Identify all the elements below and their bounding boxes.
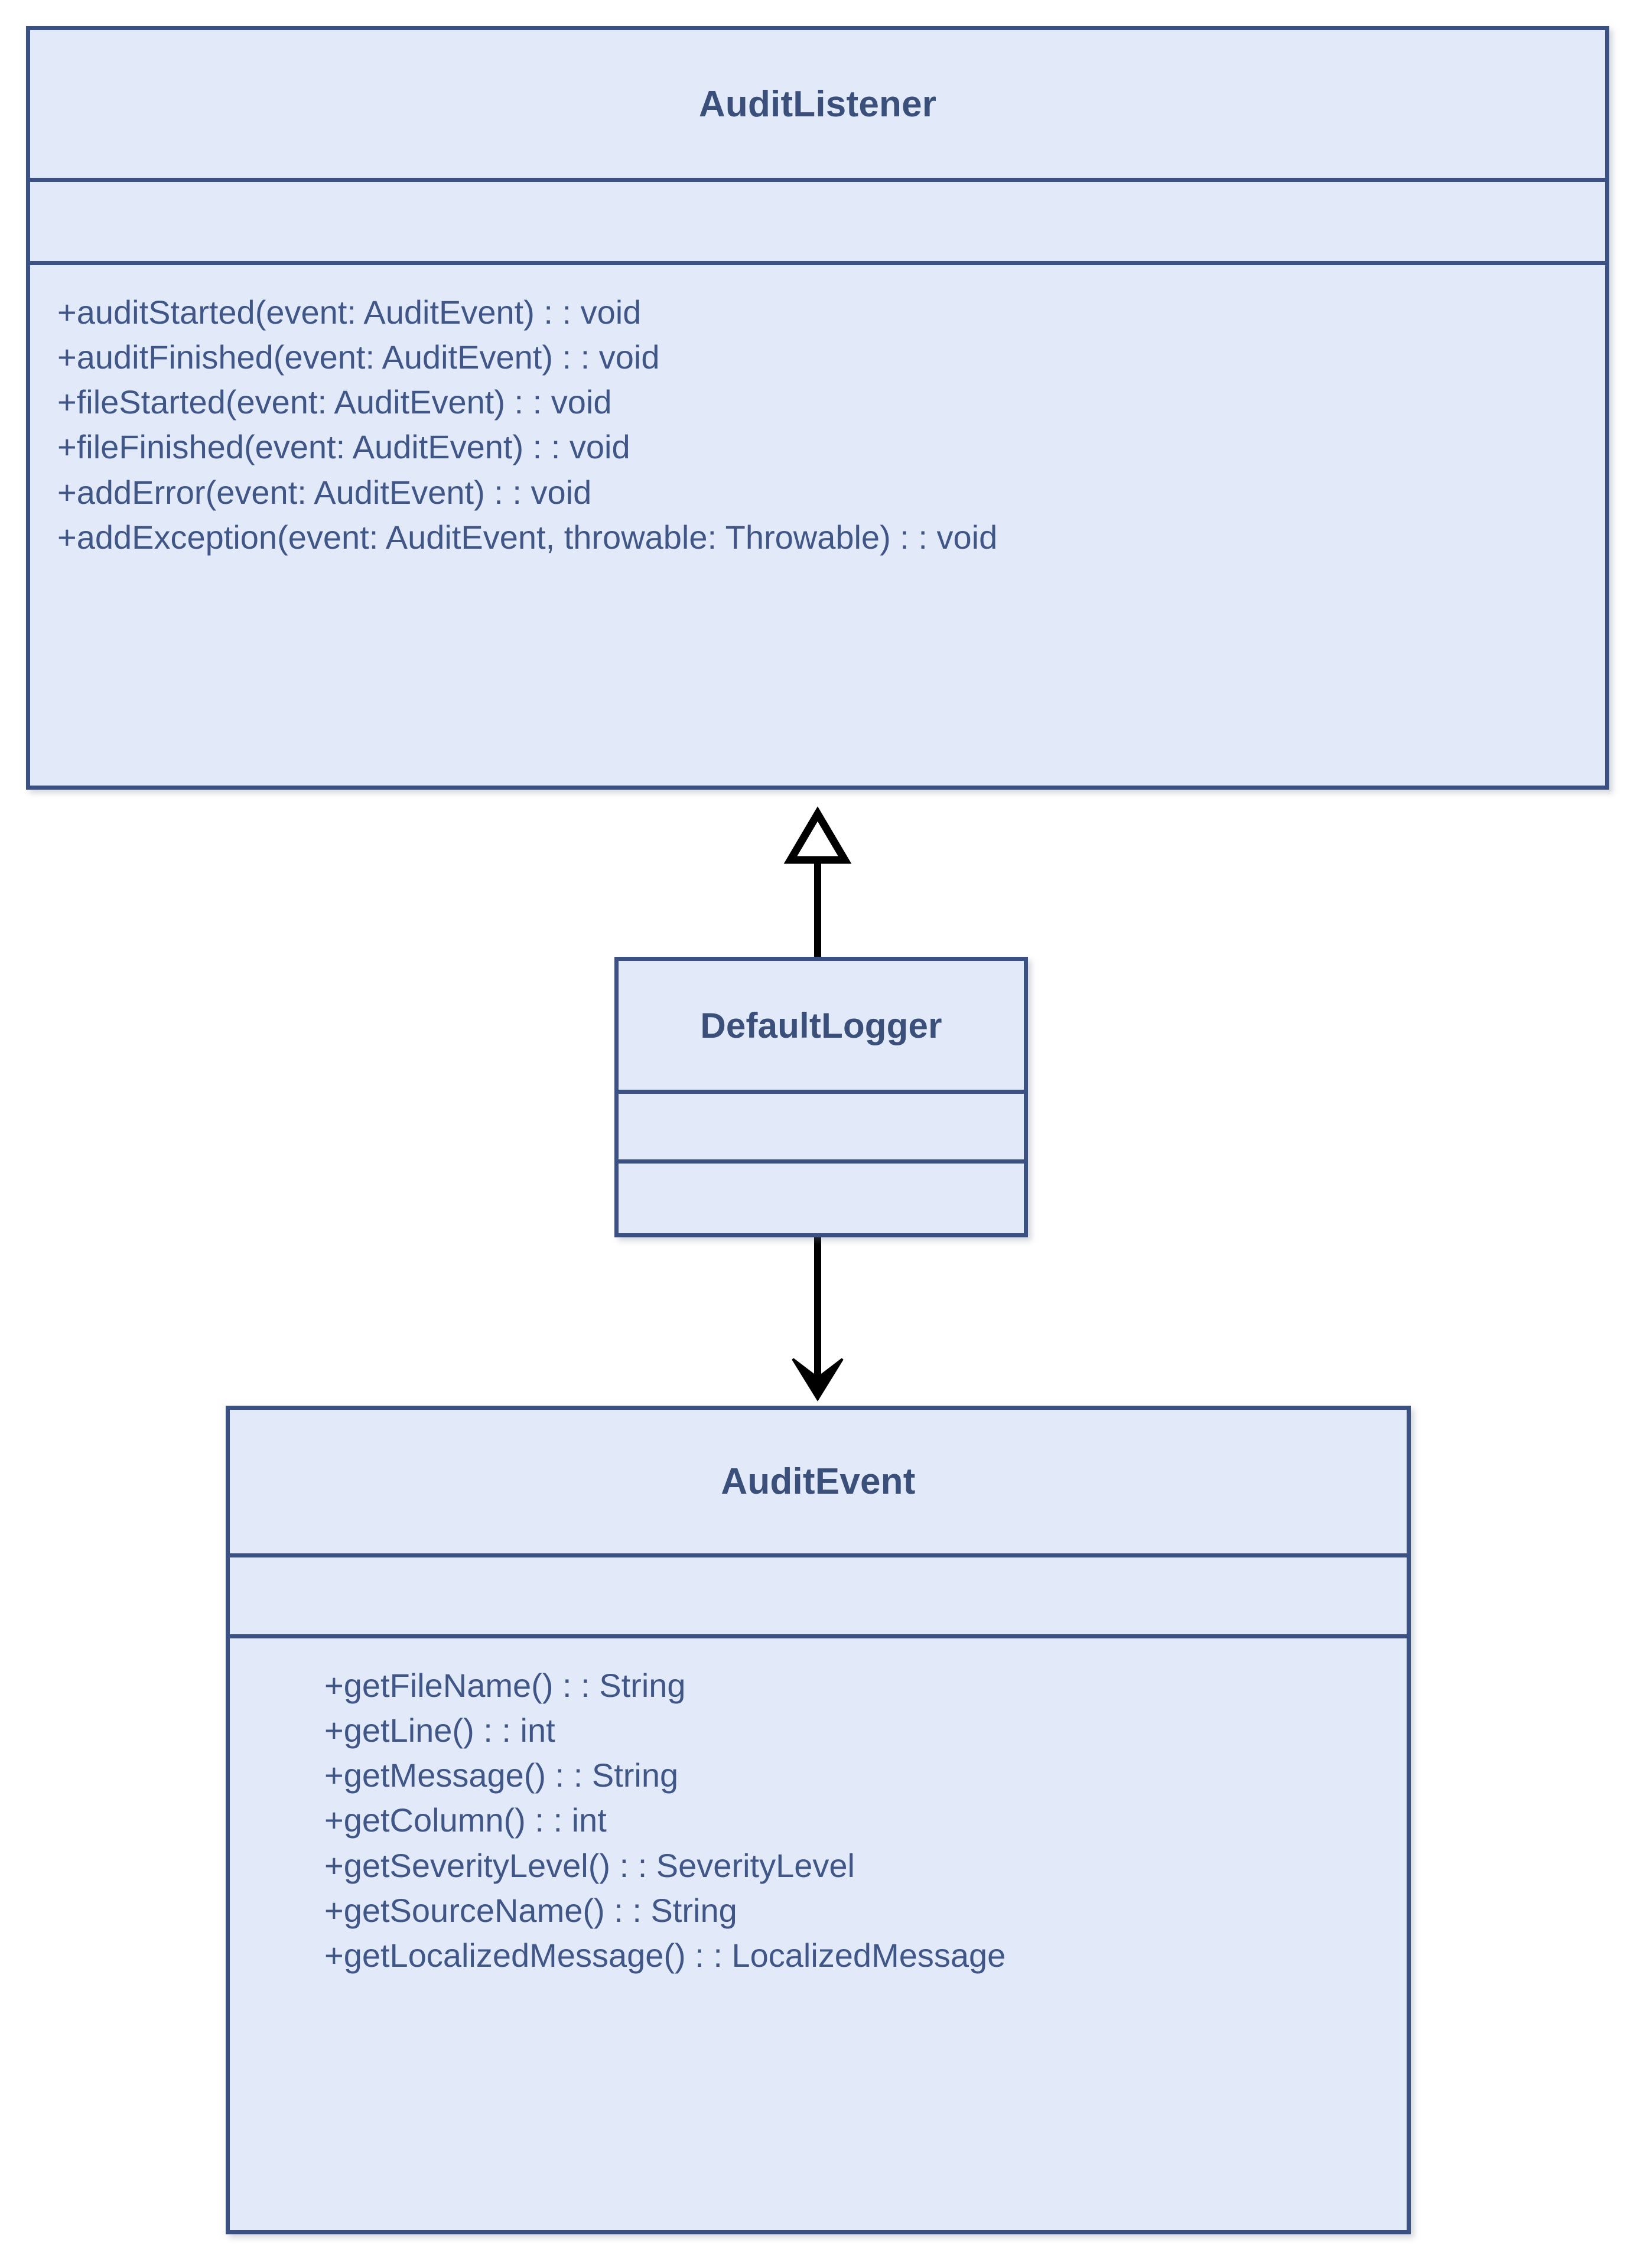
class-attributes-compartment-defaultlogger — [619, 1090, 1024, 1159]
class-box-defaultlogger[interactable]: DefaultLogger — [614, 957, 1028, 1237]
class-methods-compartment-auditevent: +getFileName() : : String +getLine() : :… — [230, 1634, 1407, 2230]
method-item: +getLocalizedMessage() : : LocalizedMess… — [324, 1936, 1006, 1974]
dependency-connector-defaultlogger-to-auditevent — [792, 1231, 844, 1402]
method-item: +fileFinished(event: AuditEvent) : : voi… — [57, 428, 630, 466]
method-item: +addError(event: AuditEvent) : : void — [57, 473, 592, 511]
class-title-defaultlogger: DefaultLogger — [700, 1005, 942, 1045]
method-item: +getSeverityLevel() : : SeverityLevel — [324, 1846, 855, 1884]
method-item: +getFileName() : : String — [324, 1667, 686, 1704]
method-item: +auditFinished(event: AuditEvent) : : vo… — [57, 338, 660, 376]
class-methods-compartment-defaultlogger — [619, 1159, 1024, 1233]
class-attributes-compartment-auditlistener — [30, 178, 1605, 261]
method-item: +addException(event: AuditEvent, throwab… — [57, 518, 998, 556]
class-title-auditlistener: AuditListener — [698, 83, 937, 125]
class-box-auditlistener[interactable]: AuditListener +auditStarted(event: Audit… — [26, 26, 1609, 790]
method-item: +getColumn() : : int — [324, 1801, 607, 1839]
method-item: +getLine() : : int — [324, 1712, 555, 1749]
method-item: +getSourceName() : : String — [324, 1891, 737, 1929]
method-item: +getMessage() : : String — [324, 1757, 679, 1794]
class-attributes-compartment-auditevent — [230, 1553, 1407, 1634]
class-box-auditevent[interactable]: AuditEvent +getFileName() : : String +ge… — [226, 1406, 1411, 2234]
method-item: +fileStarted(event: AuditEvent) : : void — [57, 383, 612, 421]
method-item: +auditStarted(event: AuditEvent) : : voi… — [57, 294, 642, 331]
generalization-connector-defaultlogger-to-auditlistener — [783, 806, 852, 969]
class-title-auditevent: AuditEvent — [721, 1461, 916, 1502]
class-methods-compartment-auditlistener: +auditStarted(event: AuditEvent) : : voi… — [30, 261, 1605, 786]
